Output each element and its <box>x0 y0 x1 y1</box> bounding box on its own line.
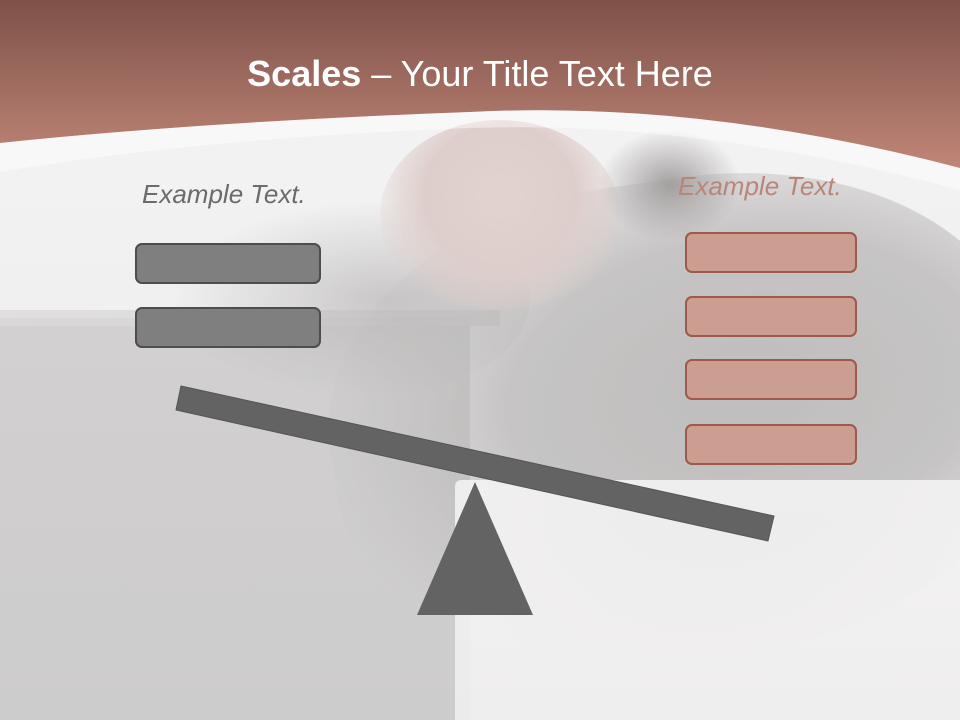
left-text-box <box>135 307 321 348</box>
title-bold-part: Scales <box>247 53 362 94</box>
slide-title: Scales – Your Title Text Here <box>0 52 960 96</box>
scale-fulcrum <box>417 482 533 615</box>
right-text-box <box>685 232 857 273</box>
right-text-box <box>685 296 857 337</box>
left-example-label: Example Text. <box>142 179 306 209</box>
background-hands <box>380 120 620 310</box>
right-text-box <box>685 424 857 465</box>
header-band <box>0 0 960 190</box>
background-hair <box>600 130 740 240</box>
left-text-box <box>135 243 321 284</box>
right-text-box <box>685 359 857 400</box>
title-rest-part: – Your Title Text Here <box>361 53 713 94</box>
scale-beam <box>175 385 775 542</box>
right-example-label: Example Text. <box>678 171 842 201</box>
